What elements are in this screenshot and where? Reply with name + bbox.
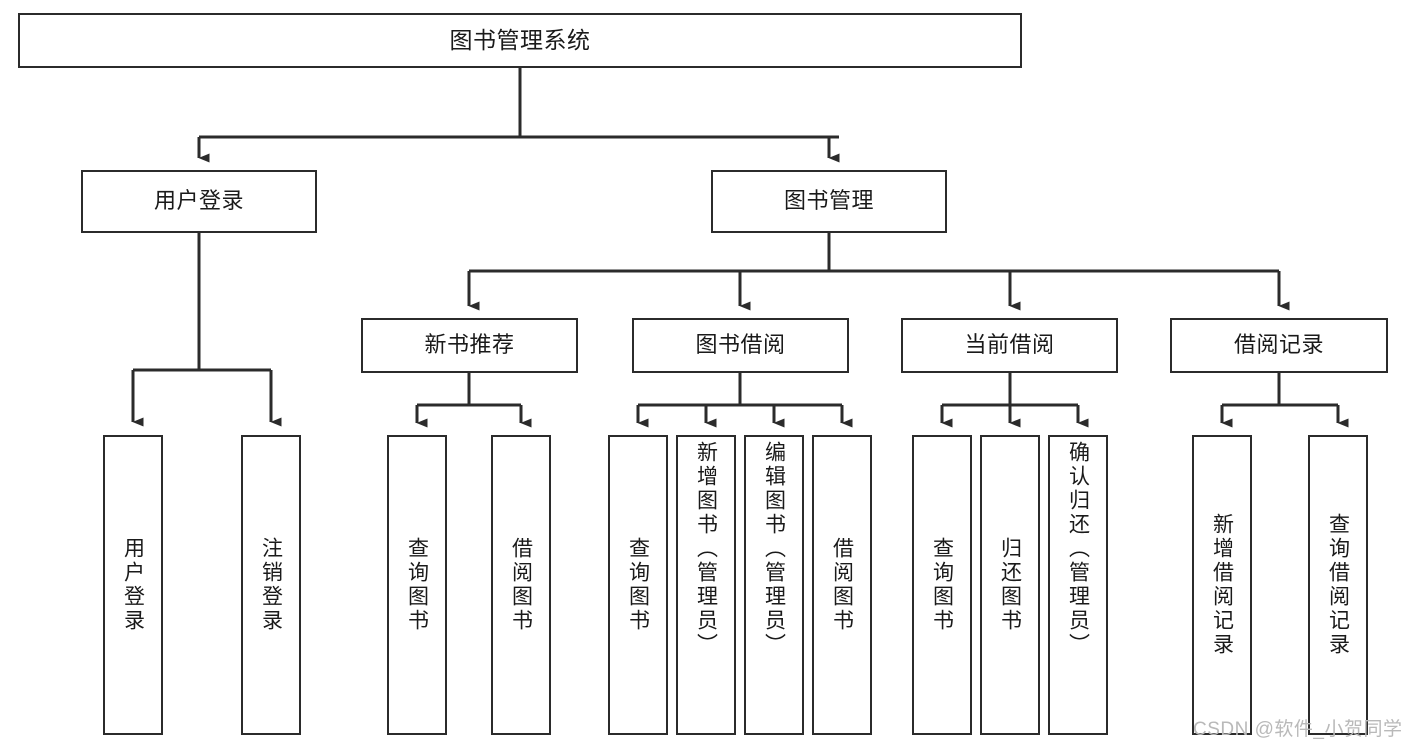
csdn-watermark: CSDN @软件_小贺同学: [1193, 719, 1403, 740]
leaf-current-confirm-return[interactable]: 确认归还（管理员）: [1048, 435, 1108, 735]
node-label: 查询图书: [405, 537, 429, 633]
node-label: 借阅图书: [830, 537, 854, 633]
leaf-borrow-borrow-book[interactable]: 借阅图书: [812, 435, 872, 735]
leaf-record-add[interactable]: 新增借阅记录: [1192, 435, 1252, 735]
leaf-borrow-query-book[interactable]: 查询图书: [608, 435, 668, 735]
node-current-borrow[interactable]: 当前借阅: [901, 318, 1118, 373]
node-label: 新增图书（管理员）: [694, 441, 718, 657]
leaf-record-query[interactable]: 查询借阅记录: [1308, 435, 1368, 735]
node-label: 查询图书: [626, 537, 650, 633]
leaf-current-query-book[interactable]: 查询图书: [912, 435, 972, 735]
node-label: 新书推荐: [424, 332, 515, 358]
node-label: 用户登录: [121, 537, 145, 633]
node-label: 确认归还（管理员）: [1066, 441, 1090, 657]
node-label: 图书借阅: [695, 332, 786, 358]
leaf-new-book-query[interactable]: 查询图书: [387, 435, 447, 735]
node-label: 编辑图书（管理员）: [762, 441, 786, 657]
node-label: 归还图书: [998, 537, 1022, 633]
node-label: 图书管理: [783, 188, 874, 214]
leaf-new-book-borrow[interactable]: 借阅图书: [491, 435, 551, 735]
node-root-system[interactable]: 图书管理系统: [18, 13, 1022, 68]
leaf-user-login-logout[interactable]: 注销登录: [241, 435, 301, 735]
node-label: 借阅图书: [509, 537, 533, 633]
node-label: 新增借阅记录: [1210, 513, 1234, 657]
leaf-borrow-edit-book[interactable]: 编辑图书（管理员）: [744, 435, 804, 735]
node-label: 查询图书: [930, 537, 954, 633]
node-user-login[interactable]: 用户登录: [81, 170, 317, 233]
node-new-book-recommend[interactable]: 新书推荐: [361, 318, 578, 373]
leaf-user-login-login[interactable]: 用户登录: [103, 435, 163, 735]
node-label: 借阅记录: [1233, 332, 1324, 358]
node-borrow-record[interactable]: 借阅记录: [1170, 318, 1388, 373]
node-label: 用户登录: [153, 188, 244, 214]
leaf-borrow-add-book[interactable]: 新增图书（管理员）: [676, 435, 736, 735]
node-label: 图书管理系统: [449, 26, 591, 53]
node-book-management[interactable]: 图书管理: [711, 170, 947, 233]
node-label: 当前借阅: [964, 332, 1055, 358]
node-label: 注销登录: [259, 537, 283, 633]
node-book-borrow[interactable]: 图书借阅: [632, 318, 849, 373]
leaf-current-return-book[interactable]: 归还图书: [980, 435, 1040, 735]
node-label: 查询借阅记录: [1326, 513, 1350, 657]
